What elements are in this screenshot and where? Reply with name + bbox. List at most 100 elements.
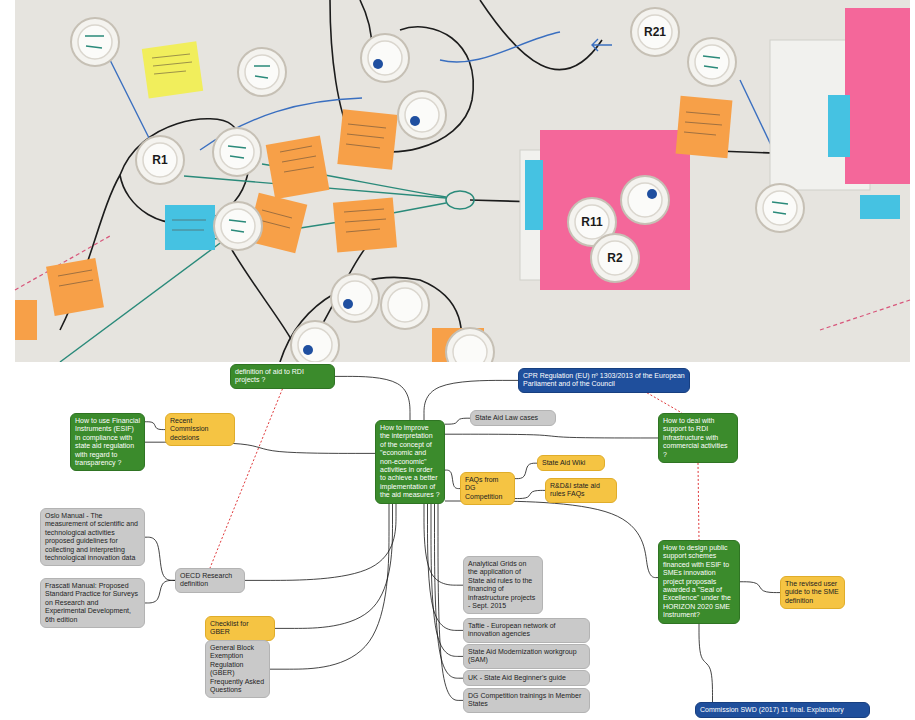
- cup-label: R2: [607, 251, 622, 265]
- node-text: FAQs from DG Competition: [465, 476, 510, 501]
- resource-box: The revised user guide to the SME defini…: [780, 576, 845, 609]
- node-text: Checklist for GBER: [210, 620, 270, 637]
- cup: [756, 184, 804, 232]
- branch-line: [445, 418, 470, 424]
- cup: [291, 321, 339, 362]
- reference-box: UK - State Aid Beginner's guide: [463, 670, 590, 686]
- reference-box: Oslo Manual - The measurement of scienti…: [40, 508, 145, 566]
- yellow-note: [142, 41, 203, 98]
- node-text: DG Competition trainings in Member State…: [468, 692, 585, 709]
- hub-ring: [446, 191, 474, 209]
- reference-box: General Block Exemption Regulation (GBER…: [205, 640, 270, 698]
- blue-dot: [410, 116, 420, 126]
- node-text: Recent Commission decisions: [170, 417, 230, 442]
- reference-box: State Aid Law cases: [470, 410, 556, 426]
- resource-box: Recent Commission decisions: [165, 413, 235, 446]
- cup: [446, 328, 494, 362]
- branch-line: [145, 537, 175, 580]
- branch-line: [245, 504, 396, 581]
- branch-line: [740, 582, 780, 593]
- note-scribble: [58, 270, 93, 286]
- cup-label: R11: [581, 215, 602, 229]
- reference-box: Analytical Grids on the application of S…: [463, 556, 543, 614]
- reference-box: State Aid Modernization workgroup (SAM): [463, 644, 590, 669]
- workshop-photo: [0, 0, 915, 362]
- branch-line: [428, 504, 464, 631]
- dashed-line: [820, 300, 910, 330]
- orange-note: [266, 136, 330, 200]
- blue-dot: [647, 189, 657, 199]
- cup-scribble: [228, 146, 246, 158]
- cup: [214, 202, 262, 250]
- branch-line: [445, 434, 658, 438]
- cup-scribble: [772, 202, 788, 214]
- question-box: How to design public support schemes fin…: [658, 540, 740, 624]
- blue-note: [165, 205, 215, 250]
- pink-box: [540, 130, 690, 290]
- node-text: How to use Financial Instruments (ESIF) …: [75, 417, 140, 467]
- blue-line: [440, 32, 560, 62]
- cup: [621, 176, 669, 224]
- cup: [331, 274, 379, 322]
- branch-line: [515, 490, 545, 498]
- cup-scribble: [703, 56, 720, 68]
- note-scribble: [344, 209, 386, 232]
- note-scribble: [684, 112, 722, 135]
- blue-line: [110, 60, 150, 140]
- branch-line: [145, 422, 165, 430]
- blue-dot: [303, 345, 313, 355]
- question-box: How to improve the interpretation of the…: [375, 420, 445, 504]
- note-scribble: [152, 54, 192, 74]
- reference-box: Taftie - European network of innovation …: [463, 618, 590, 643]
- cup: [688, 38, 736, 86]
- branch-line: [145, 580, 175, 603]
- resource-box: FAQs from DG Competition: [460, 472, 515, 505]
- branch-line: [335, 376, 410, 420]
- cup: [381, 281, 429, 329]
- node-text: The revised user guide to the SME defini…: [785, 580, 840, 605]
- reference-box: OECD Research definition: [175, 568, 245, 593]
- cup-scribble: [85, 36, 104, 48]
- question-box: How to use Financial Instruments (ESIF) …: [70, 413, 145, 471]
- node-text: Commission SWD (2017) 11 final. Explanat…: [700, 706, 865, 714]
- paper-ground: [15, 0, 910, 362]
- branch-line: [270, 504, 389, 670]
- node-text: Analytical Grids on the application of S…: [468, 560, 538, 610]
- branch-line: [515, 463, 537, 478]
- node-text: State Aid Law cases: [475, 414, 551, 422]
- cup-label: R21: [644, 25, 666, 39]
- node-text: definition of aid to RDI projects ?: [235, 368, 330, 385]
- document-box: Commission SWD (2017) 11 final. Explanat…: [695, 702, 870, 718]
- question-box: How to deal with support to RDI infrastr…: [658, 413, 738, 463]
- node-text: CPR Regulation (EU) nº 1303/2013 of the …: [523, 372, 685, 389]
- branch-line: [438, 504, 463, 701]
- note-scribble: [346, 124, 386, 148]
- marker-line: [232, 250, 300, 362]
- blue-dot: [373, 59, 383, 69]
- dotted-link: [698, 463, 699, 540]
- reference-box: Frascati Manual: Proposed Standard Pract…: [40, 578, 145, 628]
- resource-box: Checklist for GBER: [205, 616, 275, 641]
- cup-scribble: [229, 220, 246, 232]
- branch-line: [275, 504, 393, 629]
- node-text: State Aid Modernization workgroup (SAM): [468, 648, 585, 665]
- node-text: How to improve the interpretation of the…: [380, 424, 440, 500]
- blue-note: [525, 160, 543, 230]
- node-text: OECD Research definition: [180, 572, 240, 589]
- branch-line: [431, 504, 463, 657]
- pink-box: [845, 8, 910, 184]
- document-box: CPR Regulation (EU) nº 1303/2013 of the …: [518, 368, 690, 393]
- node-text: R&D&I state aid rules FAQs: [550, 482, 612, 499]
- node-text: Oslo Manual - The measurement of scienti…: [45, 512, 140, 562]
- cup: [361, 34, 409, 82]
- blue-note: [860, 195, 900, 219]
- cup: [213, 128, 261, 176]
- question-box: definition of aid to RDI projects ?: [230, 364, 335, 389]
- cup: [71, 18, 119, 66]
- note-scribble: [172, 220, 206, 230]
- cup: [631, 8, 679, 56]
- blue-note: [828, 95, 850, 157]
- branch-line: [445, 470, 460, 488]
